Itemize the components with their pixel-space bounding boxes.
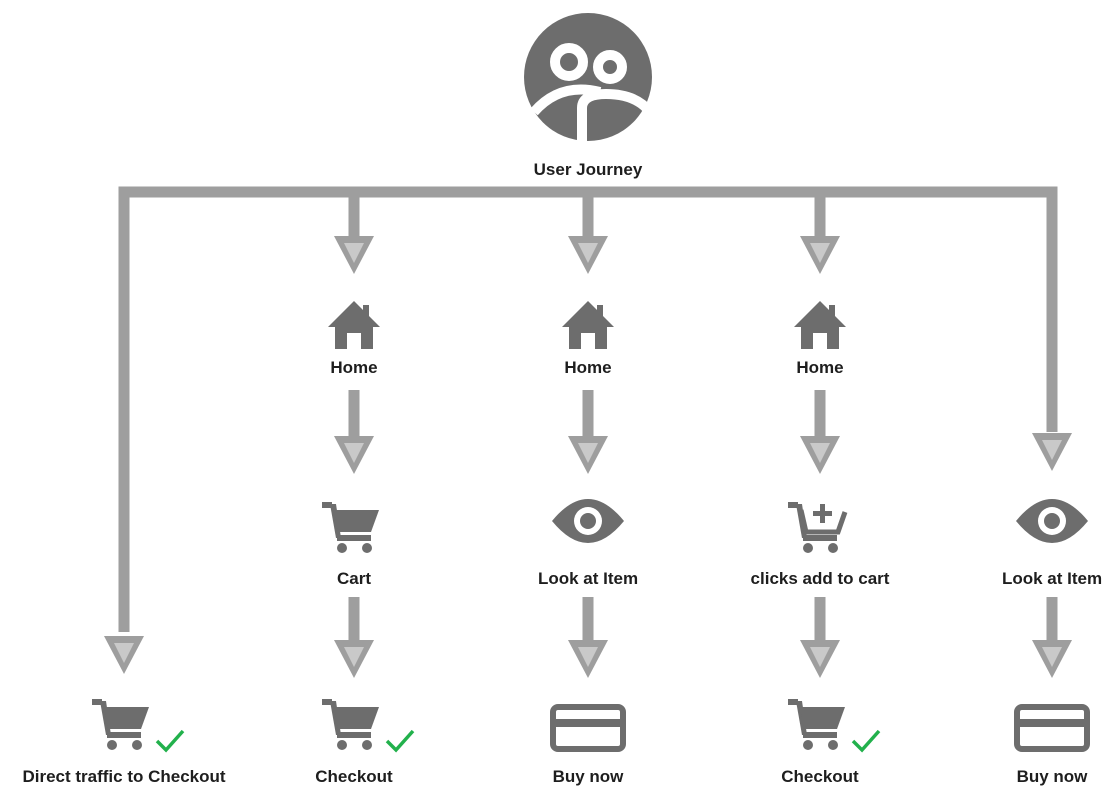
arrowhead (1032, 640, 1072, 678)
path-add-to-cart: Home clicks add to cart Checkout (751, 301, 890, 786)
path-direct-checkout: Direct traffic to Checkout (22, 699, 226, 786)
home-icon (328, 301, 380, 349)
cart-check-icon (788, 699, 881, 752)
cart-check-icon (322, 699, 415, 752)
arrowhead (568, 436, 608, 474)
cart-check-icon (92, 699, 185, 752)
arrowhead (104, 636, 144, 674)
path-cart: Home Cart Checkout (315, 301, 415, 786)
arrowhead (568, 640, 608, 678)
home-icon (794, 301, 846, 349)
cart-add-icon (788, 502, 845, 553)
arrowhead (800, 236, 840, 274)
arrowhead (334, 236, 374, 274)
root-label: User Journey (534, 160, 643, 179)
eye-icon (1016, 499, 1088, 543)
arrowhead (334, 436, 374, 474)
root-node: User Journey (524, 13, 654, 179)
step-label: clicks add to cart (751, 569, 890, 588)
credit-card-icon (553, 707, 623, 749)
arrowhead (800, 640, 840, 678)
user-journey-icon (524, 13, 654, 141)
step-label: Home (796, 358, 843, 377)
step-label: Checkout (315, 767, 393, 786)
arrowhead (800, 436, 840, 474)
step-label: Home (564, 358, 611, 377)
step-label: Buy now (553, 767, 625, 786)
cart-icon (322, 502, 379, 553)
connectors (118, 186, 1058, 643)
step-label: Look at Item (538, 569, 638, 588)
arrowhead (568, 236, 608, 274)
step-label: Direct traffic to Checkout (22, 767, 225, 786)
step-label: Buy now (1017, 767, 1089, 786)
home-icon (562, 301, 614, 349)
eye-icon (552, 499, 624, 543)
arrowhead (1032, 433, 1072, 471)
step-label: Checkout (781, 767, 859, 786)
path-direct-look-buy: Look at Item Buy now (1002, 499, 1102, 786)
step-label: Cart (337, 569, 371, 588)
step-label: Home (330, 358, 377, 377)
credit-card-icon (1017, 707, 1087, 749)
step-label: Look at Item (1002, 569, 1102, 588)
path-look-buy: Home Look at Item Buy now (538, 301, 638, 786)
arrowhead (334, 640, 374, 678)
